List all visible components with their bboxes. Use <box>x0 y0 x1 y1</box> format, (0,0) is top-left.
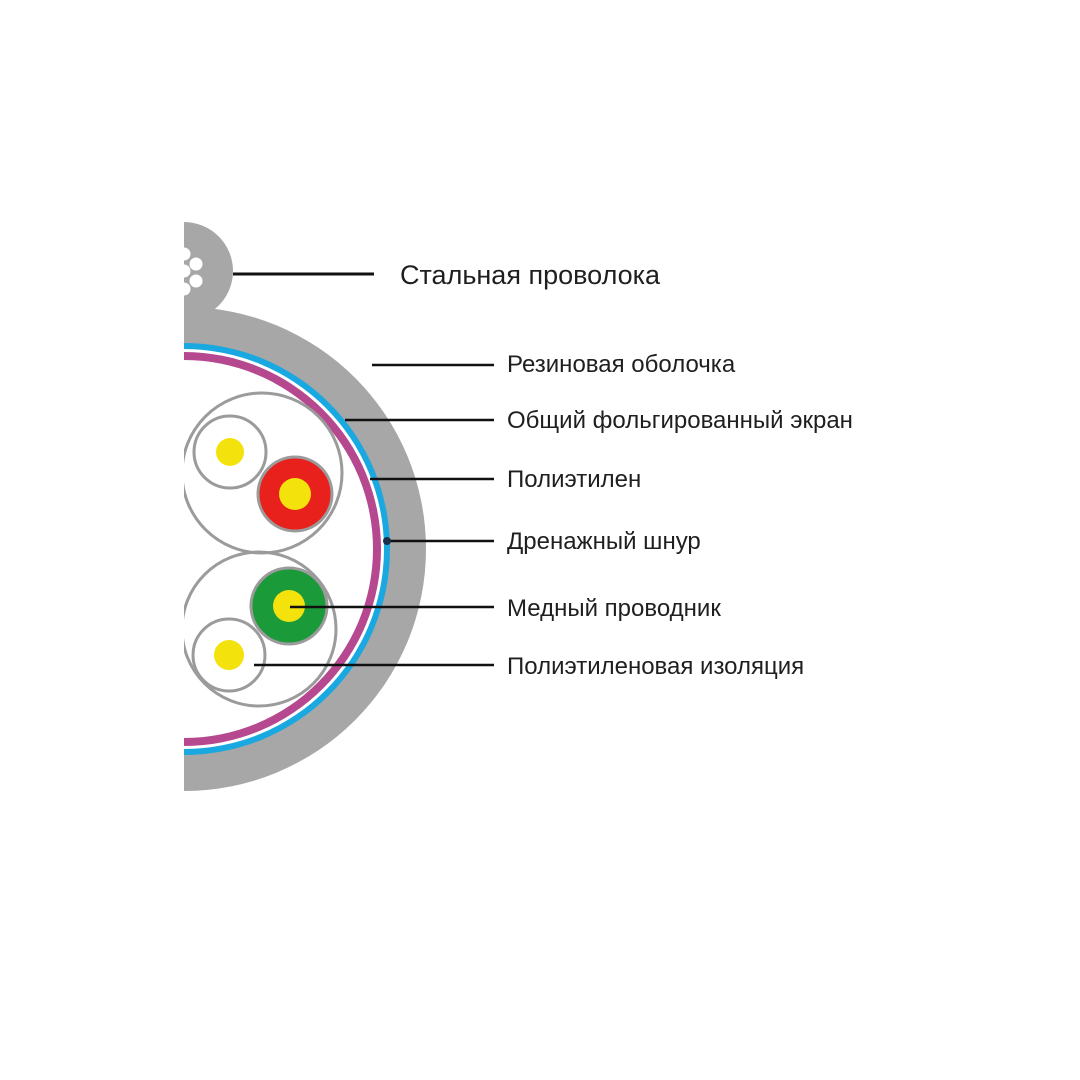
leader-lines <box>233 272 494 667</box>
label-foil-screen: Общий фольгированный экран <box>507 407 853 434</box>
label-steel-wire: Стальная проволока <box>400 260 661 290</box>
steel-wire-strand <box>189 257 203 271</box>
pair-2-wire-b-copper <box>214 640 244 670</box>
cable-half-section <box>184 222 426 791</box>
callout-labels: Стальная проволока Резиновая оболочка Об… <box>400 260 853 680</box>
label-copper-conductor: Медный проводник <box>507 595 721 622</box>
drain-wire-dot <box>383 537 391 545</box>
pair-2-wire-a-copper <box>273 590 305 622</box>
label-polyethylene: Полиэтилен <box>507 466 641 493</box>
label-pe-insulation: Полиэтиленовая изоляция <box>507 653 804 680</box>
steel-wire-jacket <box>184 222 233 320</box>
pair-1-wire-b-copper <box>279 478 311 510</box>
pair-2-outline <box>184 550 338 708</box>
label-drain-wire: Дренажный шнур <box>507 528 701 555</box>
steel-wire-strands <box>184 247 203 296</box>
pair-1-wire-a-copper <box>216 438 244 466</box>
label-rubber-sheath: Резиновая оболочка <box>507 351 736 378</box>
steel-wire-strand <box>184 264 191 278</box>
steel-wire-strand <box>184 247 191 261</box>
steel-wire-strand <box>189 274 203 288</box>
steel-wire-strand <box>184 282 191 296</box>
